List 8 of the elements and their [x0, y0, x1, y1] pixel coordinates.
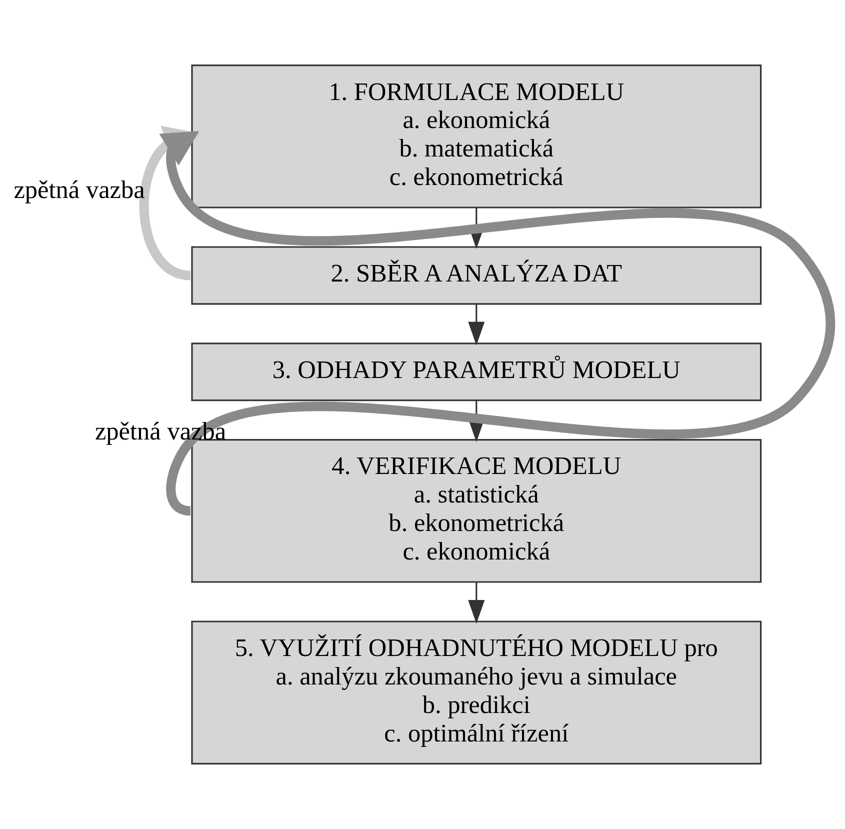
node-box: 3. ODHADY PARAMETRŮ MODELU	[191, 342, 762, 402]
edge-label: zpětná vazba	[14, 176, 145, 204]
arrow	[468, 304, 485, 346]
node-box: 1. FORMULACE MODELU a. ekonomická b. matematická c. ekonometrická	[191, 64, 762, 208]
node-box: 2. SBĚR A ANALÝZA DAT	[191, 246, 762, 305]
arrow	[468, 582, 485, 624]
node-box: 4. VERIFIKACE MODELU a. statistická b. ekonometrická c. ekonomická	[191, 438, 762, 583]
node-box: 5. VYUŽITÍ ODHADNUTÉHO MODELU pro a. analýzu zkoumaného jevu a simulace b. predikci c. optimální řízení	[191, 620, 762, 764]
